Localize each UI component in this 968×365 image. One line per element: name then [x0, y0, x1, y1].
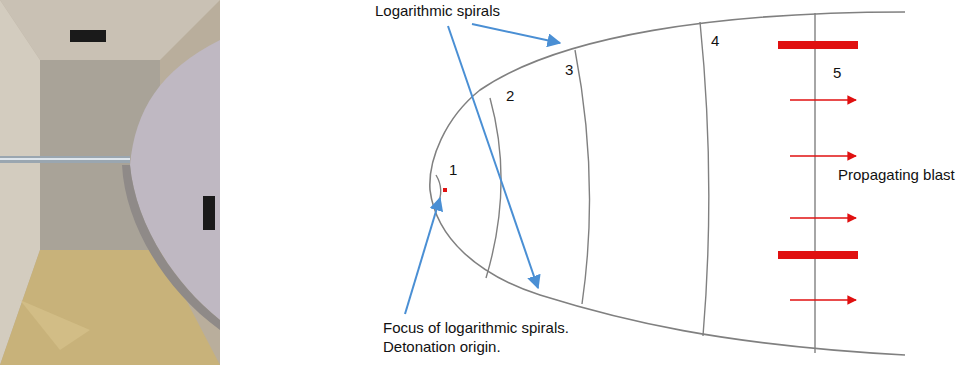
callout-number: 5 — [833, 63, 841, 82]
callout-number: 4 — [711, 31, 719, 50]
chamber-photo — [0, 0, 220, 365]
red-bar — [778, 41, 858, 49]
leader-arrows — [405, 24, 560, 314]
front-4 — [700, 22, 709, 336]
callout-text: Logarithmic spirals — [375, 1, 500, 20]
front-5 — [814, 13, 815, 353]
front-2 — [486, 98, 501, 278]
blast-label: Propagating blast — [838, 165, 955, 184]
blast-arrows — [790, 100, 856, 300]
callout-text: Focus of logarithmic spirals. Detonation… — [383, 318, 598, 356]
origin-dot — [443, 188, 447, 192]
red-bar — [778, 251, 858, 259]
callout-number: 1 — [449, 160, 457, 179]
front-3 — [575, 50, 590, 304]
callout-number: 2 — [506, 86, 514, 105]
callout-number: 3 — [565, 60, 573, 79]
spiral-outline — [430, 12, 905, 355]
